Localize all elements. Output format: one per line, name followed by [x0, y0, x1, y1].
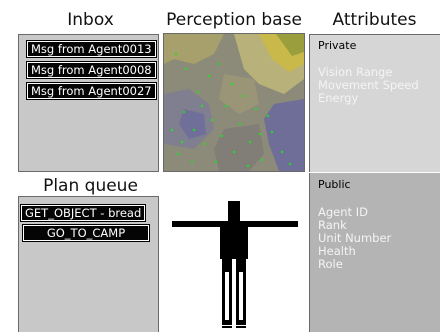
attributes-title: Attributes: [332, 10, 417, 30]
attribute-item: Energy: [318, 91, 359, 105]
plan-item[interactable]: GO_TO_CAMP: [22, 224, 150, 242]
plan-queue-title: Plan queue: [43, 176, 138, 196]
inbox-title: Inbox: [67, 10, 114, 30]
attributes-public-panel: Public Agent ID Rank Unit Number Health …: [309, 173, 440, 332]
attribute-item: Rank: [318, 218, 347, 232]
private-label: Private: [318, 39, 357, 52]
plan-item[interactable]: GET_OBJECT - bread: [19, 204, 147, 222]
inbox-panel: Msg from Agent0013 Msg from Agent0008 Ms…: [18, 34, 159, 172]
perception-map: [163, 33, 305, 172]
perception-title: Perception base: [166, 10, 302, 30]
attribute-item: Movement Speed: [318, 78, 419, 92]
agent-figure-icon: [172, 201, 298, 328]
public-label: Public: [318, 178, 351, 191]
inbox-message[interactable]: Msg from Agent0013: [26, 40, 157, 58]
attribute-item: Role: [318, 257, 343, 271]
attribute-item: Health: [318, 244, 356, 258]
plan-queue-panel: GET_OBJECT - bread GO_TO_CAMP: [18, 196, 159, 332]
inbox-message[interactable]: Msg from Agent0008: [26, 61, 157, 79]
private-attribute-list: Vision Range Movement Speed Energy: [318, 66, 419, 105]
attribute-item: Unit Number: [318, 231, 392, 245]
attribute-item: Vision Range: [318, 65, 393, 79]
inbox-message[interactable]: Msg from Agent0027: [26, 82, 157, 100]
perception-map-image: [164, 34, 304, 171]
attribute-item: Agent ID: [318, 205, 368, 219]
perception-dots: [170, 52, 292, 168]
attributes-private-panel: Private Vision Range Movement Speed Ener…: [309, 34, 440, 172]
public-attribute-list: Agent ID Rank Unit Number Health Role: [318, 206, 391, 271]
